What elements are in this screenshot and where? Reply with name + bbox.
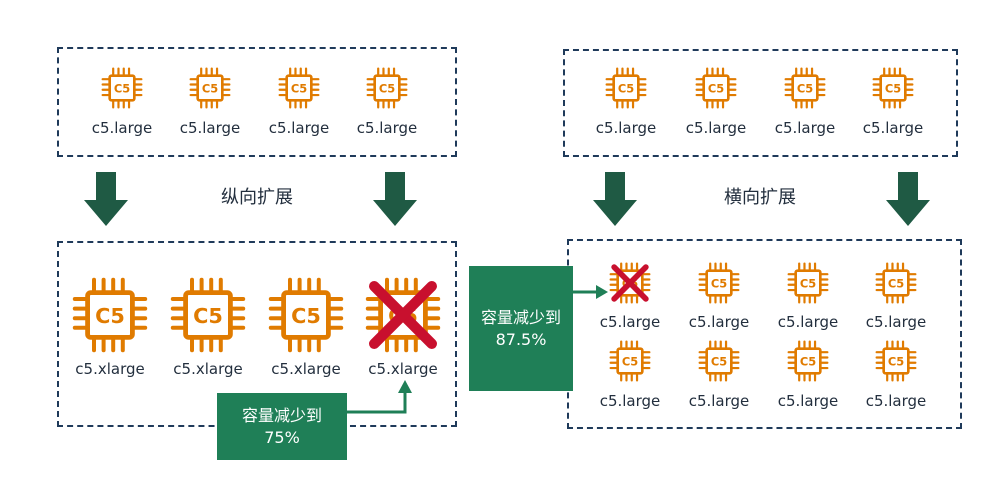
instance-type-label: c5.large — [777, 392, 839, 410]
chip-type-text: C5 — [114, 81, 130, 95]
left-capacity-callout: 容量减少到 75% — [217, 393, 347, 460]
left-panel-title: 纵向扩展 — [221, 187, 293, 208]
instance-type-label: c5.large — [685, 119, 747, 137]
right-capacity-callout: 容量减少到 87.5% — [469, 266, 573, 391]
c5-chip-icon: C5 — [695, 67, 737, 109]
down-arrow-icon — [886, 172, 930, 226]
instance-type-label: c5.large — [777, 313, 839, 331]
instance-type-label: c5.xlarge — [368, 360, 438, 378]
c5-chip-icon: C5 — [787, 340, 829, 382]
chip-type-text: C5 — [622, 354, 638, 368]
c5-chip-icon: C5 — [365, 277, 441, 353]
chip-type-text: C5 — [888, 276, 904, 290]
instance: C5 — [786, 339, 830, 387]
instance-type-label: c5.large — [268, 119, 330, 137]
c5-chip-icon: C5 — [189, 67, 231, 109]
c5-chip-icon: C5 — [605, 67, 647, 109]
right-callout-arrowhead-icon — [596, 285, 608, 299]
c5-chip-icon: C5 — [170, 277, 246, 353]
c5-chip-icon: C5 — [875, 262, 917, 304]
instance-type-label: c5.large — [599, 392, 661, 410]
c5-chip-icon: C5 — [875, 340, 917, 382]
c5-chip-icon: C5 — [872, 67, 914, 109]
chip-type-text: C5 — [800, 276, 816, 290]
instance-type-label: c5.large — [865, 392, 927, 410]
chip-type-text: C5 — [885, 81, 901, 95]
instance: C5 — [874, 261, 918, 309]
chip-type-text: C5 — [291, 81, 307, 95]
chip-type-text: C5 — [379, 81, 395, 95]
instance-type-label: c5.large — [774, 119, 836, 137]
instance-type-label: c5.xlarge — [271, 360, 341, 378]
chip-type-text: C5 — [711, 276, 727, 290]
instance: C5 — [871, 66, 915, 114]
instance: C5 — [168, 275, 248, 359]
chip-type-text: C5 — [618, 81, 634, 95]
instance: C5 — [697, 261, 741, 309]
chip-type-text: C5 — [800, 354, 816, 368]
c5-chip-icon: C5 — [366, 67, 408, 109]
instance: C5 — [694, 66, 738, 114]
chip-type-text: C5 — [193, 304, 223, 328]
instance: C5 — [266, 275, 346, 359]
instance: C5 — [608, 339, 652, 387]
down-arrow-icon — [373, 172, 417, 226]
chip-type-text: C5 — [708, 81, 724, 95]
callout-line2: 75% — [264, 427, 300, 447]
instance: C5 — [277, 66, 321, 114]
instance-type-label: c5.large — [688, 313, 750, 331]
instance-type-label: c5.large — [356, 119, 418, 137]
remove-x-icon — [611, 264, 649, 302]
down-arrow-icon — [593, 172, 637, 226]
c5-chip-icon: C5 — [101, 67, 143, 109]
c5-chip-icon: C5 — [268, 277, 344, 353]
instance: C5 — [188, 66, 232, 114]
c5-chip-icon: C5 — [698, 340, 740, 382]
instance-type-label: c5.xlarge — [75, 360, 145, 378]
chip-type-text: C5 — [95, 304, 125, 328]
c5-chip-icon: C5 — [278, 67, 320, 109]
instance-type-label: c5.large — [862, 119, 924, 137]
left-callout-arrowhead-icon — [398, 380, 412, 393]
instance: C5 — [604, 66, 648, 114]
c5-chip-icon: C5 — [72, 277, 148, 353]
instance: C5 — [783, 66, 827, 114]
instance-type-label: c5.large — [179, 119, 241, 137]
instance-type-label: c5.large — [595, 119, 657, 137]
c5-chip-icon: C5 — [784, 67, 826, 109]
callout-line2: 87.5% — [495, 329, 547, 349]
callout-line1: 容量减少到 — [241, 405, 322, 425]
chip-type-text: C5 — [711, 354, 727, 368]
instance-type-label: c5.xlarge — [173, 360, 243, 378]
instance-removed: C5 — [363, 275, 443, 359]
instance: C5 — [100, 66, 144, 114]
instance: C5 — [697, 339, 741, 387]
right-top-box — [563, 49, 958, 157]
c5-chip-icon: C5 — [609, 262, 651, 304]
instance: C5 — [365, 66, 409, 114]
instance-type-label: c5.large — [91, 119, 153, 137]
callout-line1: 容量减少到 — [480, 307, 561, 327]
instance: C5 — [874, 339, 918, 387]
chip-type-text: C5 — [797, 81, 813, 95]
instance-type-label: c5.large — [599, 313, 661, 331]
chip-type-text: C5 — [888, 354, 904, 368]
remove-x-icon — [369, 281, 437, 349]
right-panel-title: 横向扩展 — [724, 187, 796, 208]
left-callout-connector-arrow-icon — [347, 390, 407, 414]
instance: C5 — [70, 275, 150, 359]
instance-removed: C5 — [608, 261, 652, 309]
c5-chip-icon: C5 — [698, 262, 740, 304]
instance-type-label: c5.large — [688, 392, 750, 410]
instance-type-label: c5.large — [865, 313, 927, 331]
instance: C5 — [786, 261, 830, 309]
c5-chip-icon: C5 — [787, 262, 829, 304]
chip-type-text: C5 — [291, 304, 321, 328]
chip-type-text: C5 — [202, 81, 218, 95]
down-arrow-icon — [84, 172, 128, 226]
left-top-box — [57, 47, 457, 157]
c5-chip-icon: C5 — [609, 340, 651, 382]
